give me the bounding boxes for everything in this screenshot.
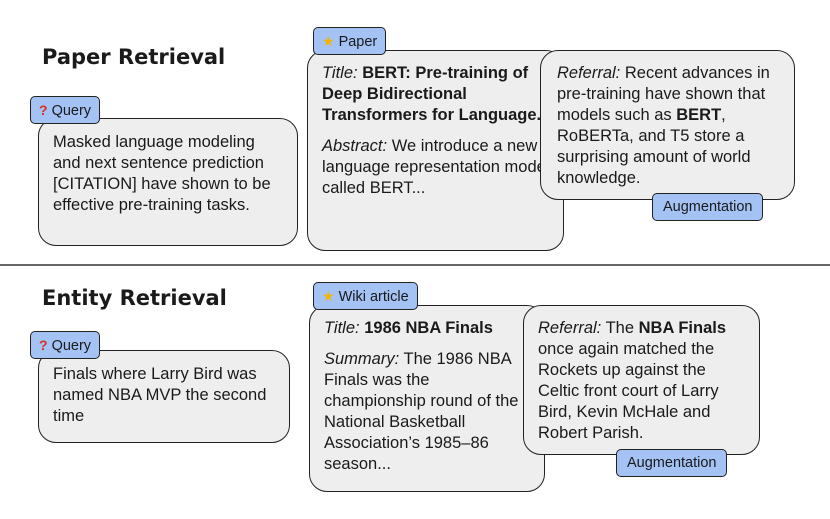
entity-referral-text-post: once again matched the Rockets up agains… — [538, 340, 719, 442]
paper-referral-box: Referral: Recent advances in pre-trainin… — [540, 50, 795, 200]
entity-doc-tag: ★Wiki article — [313, 282, 418, 310]
paper-document-box: Title: BERT: Pre-training of Deep Bidire… — [307, 50, 564, 251]
paper-doc-abstract: We introduce a new language representati… — [322, 137, 550, 197]
paper-referral-label: Referral: — [557, 64, 621, 82]
section-divider — [0, 264, 830, 266]
entity-doc-title: 1986 NBA Finals — [364, 319, 493, 337]
entity-augmentation-tag: Augmentation — [616, 449, 728, 477]
entity-doc-summary: The 1986 NBA Finals was the championship… — [324, 350, 519, 473]
question-mark-icon: ? — [39, 337, 48, 353]
entity-doc-tag-label: Wiki article — [338, 289, 409, 305]
paper-section-title: Paper Retrieval — [42, 45, 226, 69]
paper-query-box: Masked language modeling and next senten… — [38, 118, 298, 246]
entity-query-text: Finals where Larry Bird was named NBA MV… — [53, 365, 267, 425]
entity-document-box: Title: 1986 NBA Finals Summary: The 1986… — [309, 305, 545, 492]
paper-referral-bold: BERT — [676, 106, 722, 124]
entity-query-tag-label: Query — [51, 338, 92, 354]
paper-query-text: Masked language modeling and next senten… — [53, 133, 271, 214]
paper-augmentation-label: Augmentation — [663, 199, 753, 215]
paper-doc-abstract-label: Abstract: — [322, 137, 388, 155]
paper-doc-title-label: Title: — [322, 64, 358, 82]
entity-referral-label: Referral: — [538, 319, 602, 337]
entity-referral-bold: NBA Finals — [638, 319, 727, 337]
entity-referral-box: Referral: The NBA Finals once again matc… — [523, 305, 760, 455]
question-mark-icon: ? — [39, 102, 48, 118]
paper-referral-text-pre: Recent advances in pre-training have sho… — [557, 64, 770, 124]
entity-augmentation-label: Augmentation — [627, 455, 717, 471]
paper-doc-title: BERT: Pre-training of Deep Bidirectional… — [322, 64, 551, 124]
entity-referral-text-pre: The — [605, 319, 635, 337]
paper-query-tag-label: Query — [51, 103, 92, 119]
entity-doc-summary-label: Summary: — [324, 350, 400, 368]
entity-doc-title-label: Title: — [324, 319, 360, 337]
star-icon: ★ — [322, 288, 335, 304]
paper-doc-tag-label: Paper — [338, 34, 378, 50]
paper-query-tag: ?Query — [30, 96, 101, 124]
paper-doc-tag: ★Paper — [313, 27, 387, 55]
entity-query-tag: ?Query — [30, 331, 101, 359]
paper-augmentation-tag: Augmentation — [652, 193, 764, 221]
entity-query-box: Finals where Larry Bird was named NBA MV… — [38, 350, 290, 443]
star-icon: ★ — [322, 33, 335, 49]
paper-referral-text-post: , RoBERTa, and T5 store a surprising amo… — [557, 106, 751, 187]
entity-section-title: Entity Retrieval — [42, 286, 227, 310]
